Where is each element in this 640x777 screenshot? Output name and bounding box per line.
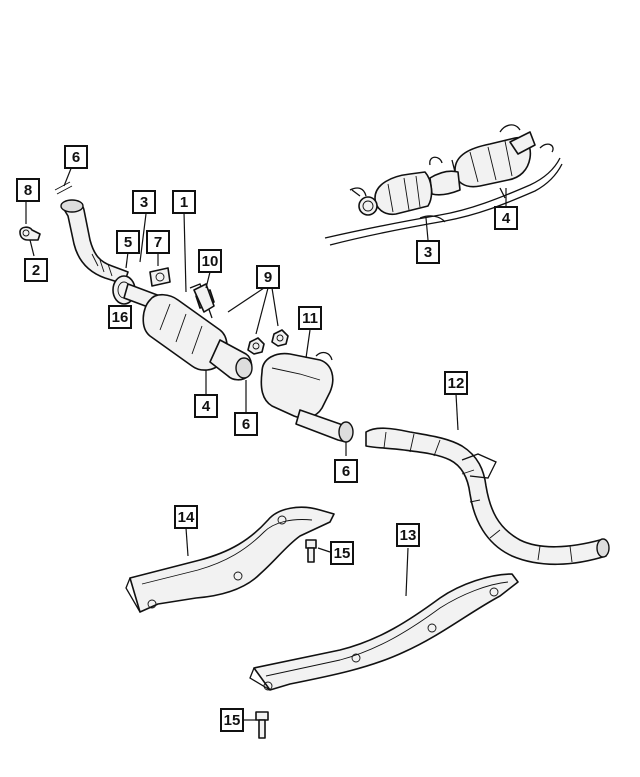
- callout-3: 3: [132, 190, 156, 214]
- leader-lines: [25, 165, 507, 721]
- callout-13: 13: [396, 523, 420, 547]
- callout-7: 7: [146, 230, 170, 254]
- callout-label: 12: [447, 374, 465, 392]
- callout-label: 2: [31, 261, 41, 279]
- callout-3-inset: 3: [416, 240, 440, 264]
- callout-label: 16: [111, 308, 129, 326]
- callout-14: 14: [174, 505, 198, 529]
- callout-label: 9: [263, 268, 273, 286]
- callout-label: 10: [201, 252, 219, 270]
- callout-label: 7: [153, 233, 163, 251]
- callout-11: 11: [298, 306, 322, 330]
- muffler: [260, 351, 354, 443]
- callout-label: 4: [501, 209, 511, 227]
- callout-label: 11: [302, 309, 318, 327]
- bolt-15-lower: [255, 711, 269, 739]
- callout-label: 3: [423, 243, 433, 261]
- callout-5: 5: [116, 230, 140, 254]
- callout-label: 6: [241, 415, 251, 433]
- callout-9: 9: [256, 265, 280, 289]
- callout-label: 15: [223, 711, 241, 729]
- callout-label: 13: [399, 526, 417, 544]
- callout-2: 2: [24, 258, 48, 282]
- tailpipe: [365, 427, 610, 566]
- callout-label: 4: [201, 397, 211, 415]
- callout-4-inset: 4: [494, 206, 518, 230]
- callout-16: 16: [108, 305, 132, 329]
- callout-12: 12: [444, 371, 468, 395]
- clip-parts: [19, 226, 41, 241]
- callout-6-mid: 6: [234, 412, 258, 436]
- callout-15-upper: 15: [330, 541, 354, 565]
- skid-plate-13: [249, 573, 519, 691]
- callout-label: 1: [179, 193, 189, 211]
- inset-catalyst-assembly: [324, 124, 563, 246]
- callout-10: 10: [198, 249, 222, 273]
- callout-label: 6: [341, 462, 351, 480]
- callout-6-low: 6: [334, 459, 358, 483]
- callout-label: 8: [23, 181, 33, 199]
- callout-1: 1: [172, 190, 196, 214]
- callout-label: 14: [177, 508, 195, 526]
- bolt-15-upper: [305, 539, 317, 563]
- callout-6-top: 6: [64, 145, 88, 169]
- callout-label: 15: [333, 544, 351, 562]
- callout-label: 5: [123, 233, 133, 251]
- callout-8: 8: [16, 178, 40, 202]
- callout-label: 3: [139, 193, 149, 211]
- callout-15-lower: 15: [220, 708, 244, 732]
- front-downpipe: [54, 181, 129, 285]
- bracket-10: [193, 283, 215, 313]
- nuts-9: [247, 329, 289, 355]
- callout-label: 6: [71, 148, 81, 166]
- callout-4-main: 4: [194, 394, 218, 418]
- skid-plate-14: [125, 506, 335, 613]
